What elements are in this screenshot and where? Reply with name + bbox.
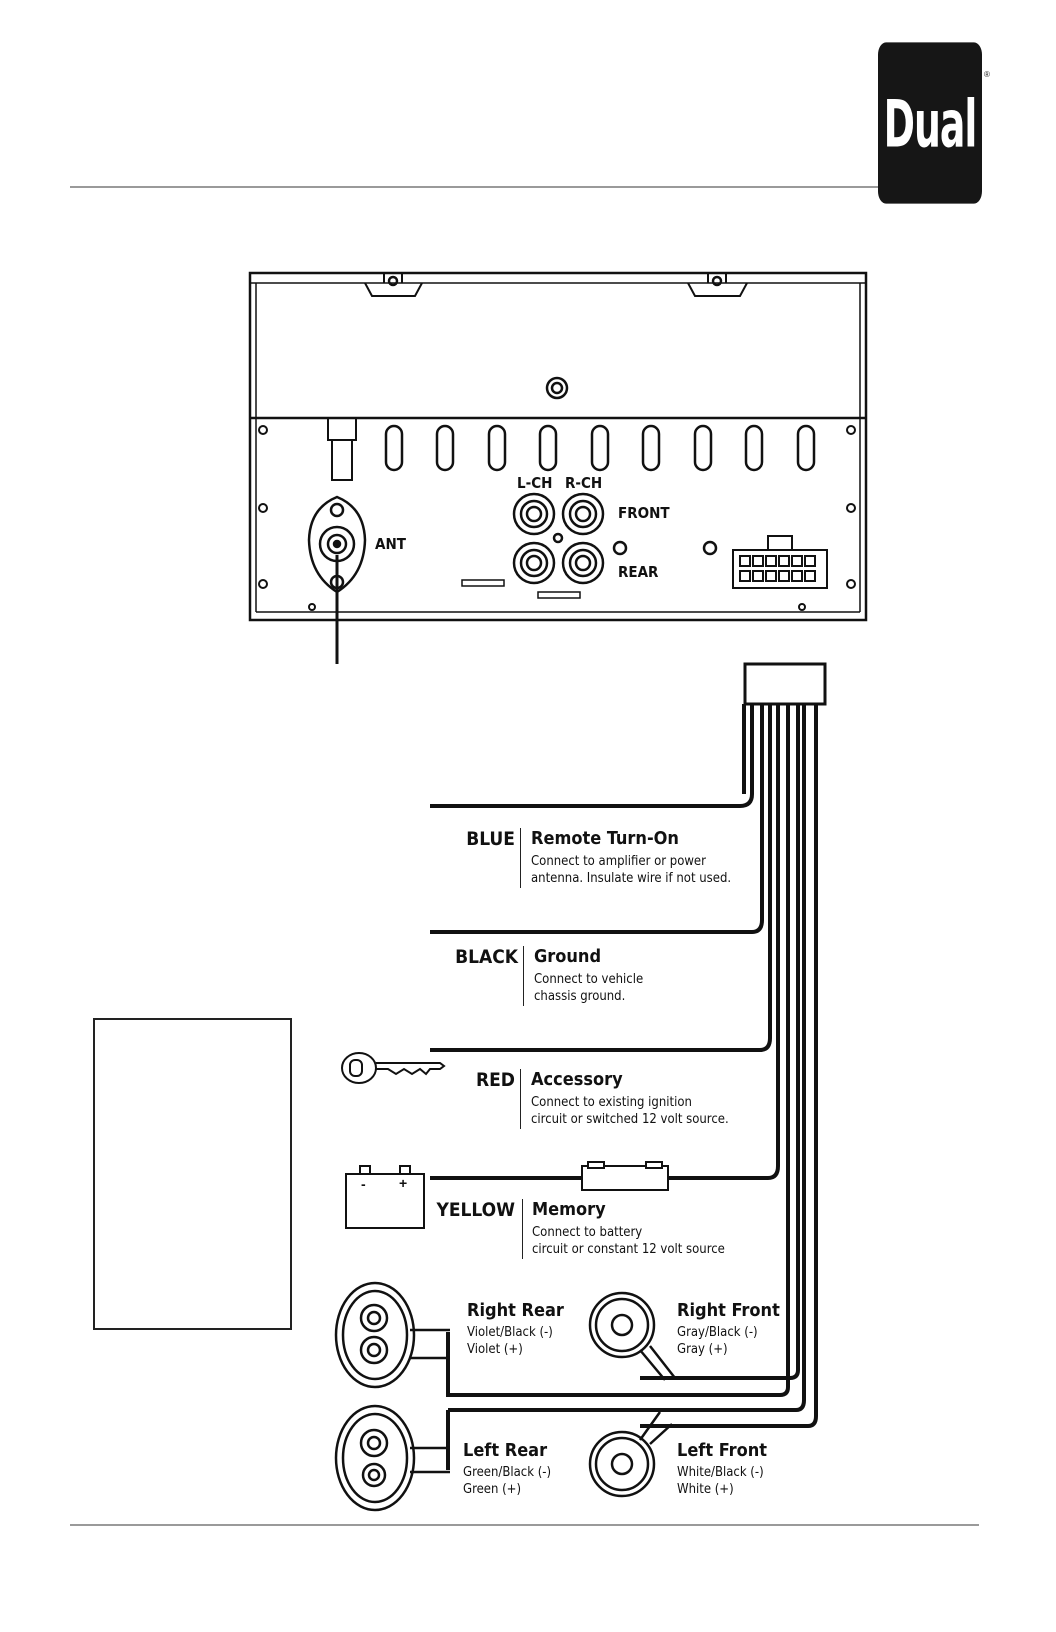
label-rear: REAR — [618, 563, 659, 581]
bottom-rule — [70, 1524, 979, 1526]
divider — [520, 1069, 521, 1129]
dual-logo: Dual — [878, 42, 982, 204]
wire-title: Remote Turn-On — [531, 828, 679, 849]
speaker-neg: Green/Black (-) — [463, 1465, 552, 1480]
vent-slots — [384, 424, 816, 472]
wire-desc-line1: Connect to amplifier or power — [531, 854, 706, 869]
battery-icon — [345, 1165, 425, 1229]
rca-jacks — [512, 492, 718, 585]
left-front-speaker-icon — [588, 1411, 673, 1498]
label-front: FRONT — [618, 504, 670, 522]
divider — [520, 828, 521, 888]
wire-desc-line2: circuit or constant 12 volt source — [532, 1242, 725, 1257]
wire-color-label: BLUE — [466, 828, 515, 850]
right-rear-speaker-icon — [334, 1281, 450, 1389]
left-rear-speaker-icon — [334, 1404, 450, 1512]
speaker-title: Right Front — [677, 1300, 780, 1321]
divider — [523, 946, 524, 1006]
harness-socket — [732, 535, 828, 589]
ignition-key-icon — [341, 1052, 446, 1084]
divider — [522, 1199, 523, 1259]
wire-title: Memory — [532, 1199, 606, 1220]
wire-desc-line1: Connect to battery — [532, 1225, 643, 1240]
speaker-title: Left Front — [677, 1440, 768, 1461]
label-l-ch: L-CH — [517, 474, 553, 492]
harness-plug — [743, 662, 827, 706]
label-ant: ANT — [375, 535, 406, 553]
wire-desc-line1: Connect to vehicle — [534, 972, 644, 987]
wire-desc-line2: antenna. Insulate wire if not used. — [531, 871, 732, 886]
top-rule — [70, 186, 979, 188]
speaker-pos: White (+) — [677, 1482, 734, 1497]
wire-desc-line2: circuit or switched 12 volt source. — [531, 1112, 729, 1127]
wire-desc-line1: Connect to existing ignition — [531, 1095, 692, 1110]
speaker-neg: Violet/Black (-) — [467, 1325, 553, 1340]
note-box — [93, 1018, 292, 1330]
wire-title: Ground — [534, 946, 602, 967]
speaker-neg: White/Black (-) — [677, 1465, 764, 1480]
label-r-ch: R-CH — [565, 474, 603, 492]
speaker-title: Left Rear — [463, 1440, 548, 1461]
speaker-neg: Gray/Black (-) — [677, 1325, 758, 1340]
speaker-pos: Green (+) — [463, 1482, 522, 1497]
speaker-pos: Violet (+) — [467, 1342, 523, 1357]
speaker-title: Right Rear — [467, 1300, 564, 1321]
inline-fuse — [581, 1161, 669, 1191]
registered-mark: ® — [984, 70, 990, 79]
battery-minus-label: - — [361, 1176, 366, 1192]
head-unit-rear-panel — [248, 271, 868, 622]
wire-color-label: YELLOW — [436, 1199, 515, 1221]
wire-color-label: BLACK — [455, 946, 518, 968]
battery-plus-label: + — [399, 1175, 408, 1191]
speaker-pos: Gray (+) — [677, 1342, 728, 1357]
wire-color-label: RED — [475, 1069, 515, 1091]
harness-wires — [430, 704, 818, 1470]
wire-desc-line2: chassis ground. — [534, 989, 626, 1004]
right-front-speaker-icon — [588, 1291, 676, 1381]
wire-title: Accessory — [531, 1069, 623, 1090]
